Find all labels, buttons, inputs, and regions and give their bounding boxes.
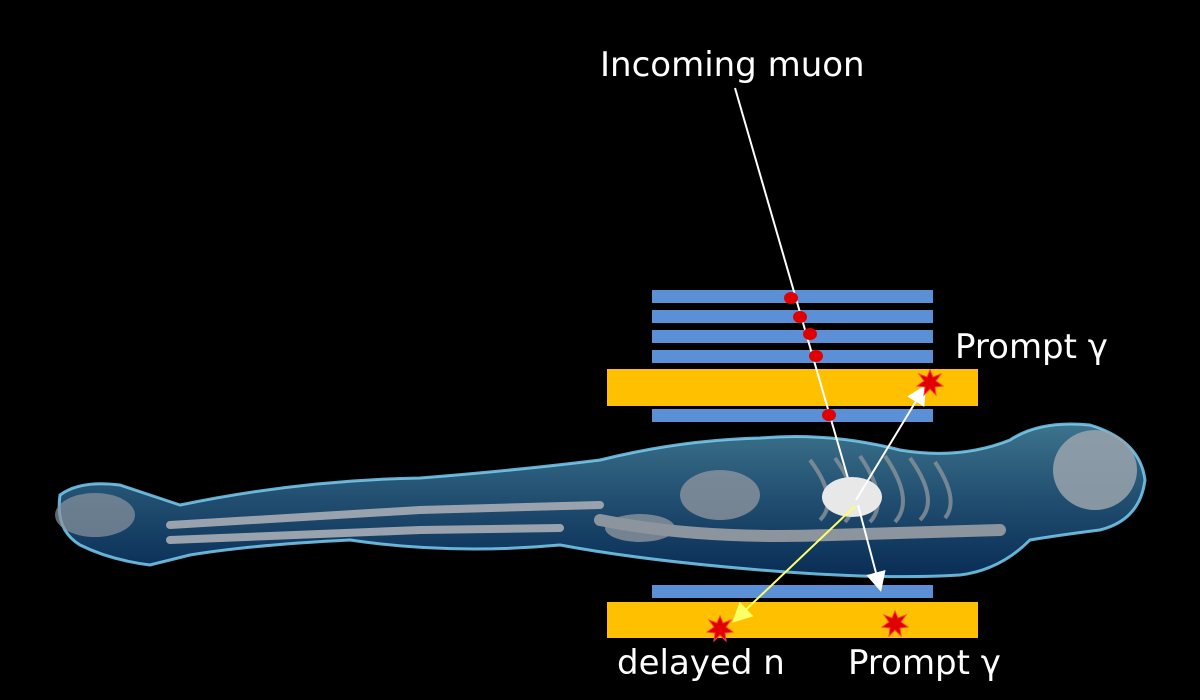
detector-plane	[652, 330, 933, 343]
detector-plane	[652, 585, 933, 598]
prompt-gamma-arrow-top	[855, 384, 927, 501]
star-burst-icon	[880, 609, 910, 638]
prompt-gamma-label-bottom: Prompt γ	[848, 643, 1001, 683]
hit-dot	[822, 409, 836, 421]
detector-plane	[652, 310, 933, 323]
hit-dot	[793, 311, 807, 323]
interaction-stars	[705, 368, 945, 643]
delayed-neutron-label: delayed n	[617, 643, 785, 683]
detector-plane	[652, 409, 933, 422]
muon-hits	[784, 292, 836, 421]
hit-dot	[809, 350, 823, 362]
prompt-gamma-label-top: Prompt γ	[955, 327, 1108, 367]
upper-detector-stack	[607, 290, 978, 422]
detector-plane	[652, 350, 933, 363]
hand	[605, 514, 675, 542]
human-body	[55, 422, 1147, 579]
prompt-gamma-arrow-bottom	[857, 504, 886, 592]
incoming-muon-label: Incoming muon	[600, 45, 865, 85]
feet	[55, 493, 135, 537]
capture-site	[822, 477, 882, 517]
neutron-arrow	[732, 505, 856, 623]
lower-detector-stack	[607, 585, 978, 638]
hit-dot	[784, 292, 798, 304]
skull	[1053, 430, 1137, 510]
hit-dot	[803, 328, 817, 340]
star-burst-icon	[915, 368, 945, 397]
gamma-detector-top	[607, 369, 978, 406]
gamma-detector-bottom	[607, 602, 978, 638]
muon-track	[734, 87, 853, 493]
star-burst-icon	[705, 614, 735, 643]
